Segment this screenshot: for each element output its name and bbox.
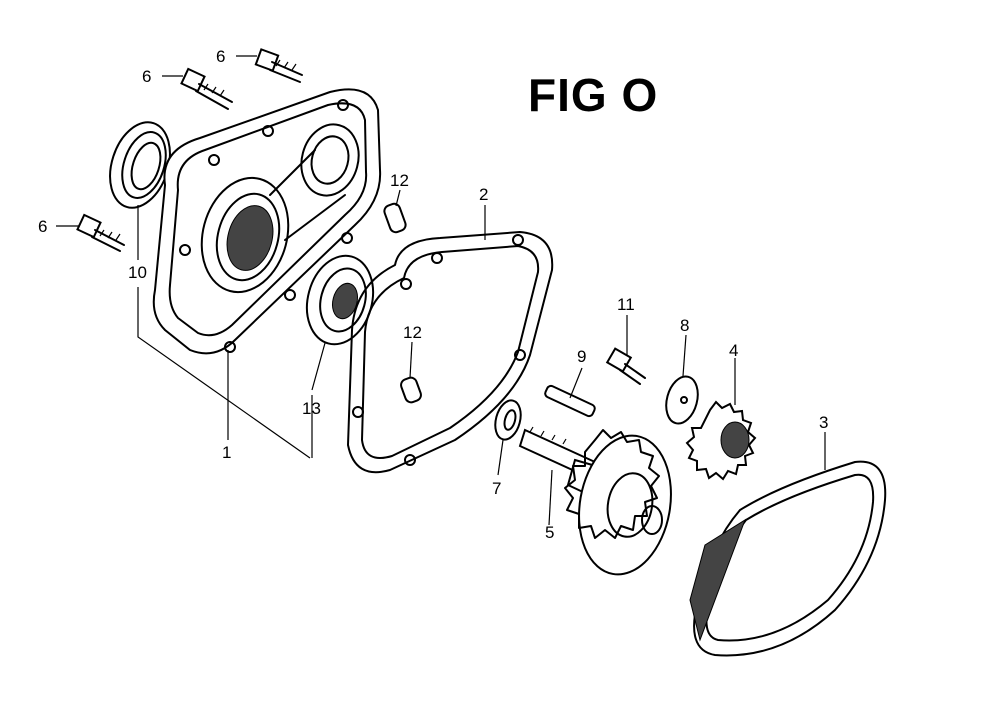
callout-4: 4 (729, 341, 739, 360)
callout-12-upper: 12 (390, 171, 409, 190)
bolt-middle (180, 67, 233, 110)
callout-8: 8 (680, 316, 690, 335)
callout-13: 13 (302, 399, 321, 418)
callout-5: 5 (545, 523, 555, 542)
bolt-left (76, 213, 125, 252)
shaft-sprocket (518, 426, 672, 576)
drive-sprocket (685, 400, 757, 481)
callout-9: 9 (577, 347, 587, 366)
chain (689, 460, 887, 657)
callout-1: 1 (222, 443, 232, 462)
bolt-top (254, 48, 303, 83)
callout-7: 7 (492, 479, 502, 498)
plate-washer (665, 375, 699, 425)
callout-10: 10 (128, 263, 147, 282)
callout-12-lower: 12 (403, 323, 422, 342)
dowel-pin-lower (400, 376, 422, 404)
dowel-pin-upper (383, 202, 407, 234)
callout-2: 2 (479, 185, 489, 204)
callout-6-top: 6 (216, 47, 226, 66)
callout-6-left: 6 (38, 217, 48, 236)
flange-bolt (605, 347, 646, 385)
key (544, 384, 596, 418)
callout-11: 11 (617, 295, 635, 314)
gasket (347, 231, 554, 474)
case-cover (152, 88, 382, 355)
washer (494, 399, 522, 441)
leader-lines (56, 55, 826, 526)
figure-title: FIG O (528, 69, 659, 121)
callout-6-middle: 6 (142, 67, 152, 86)
callout-3: 3 (819, 413, 829, 432)
bearing (305, 254, 375, 346)
